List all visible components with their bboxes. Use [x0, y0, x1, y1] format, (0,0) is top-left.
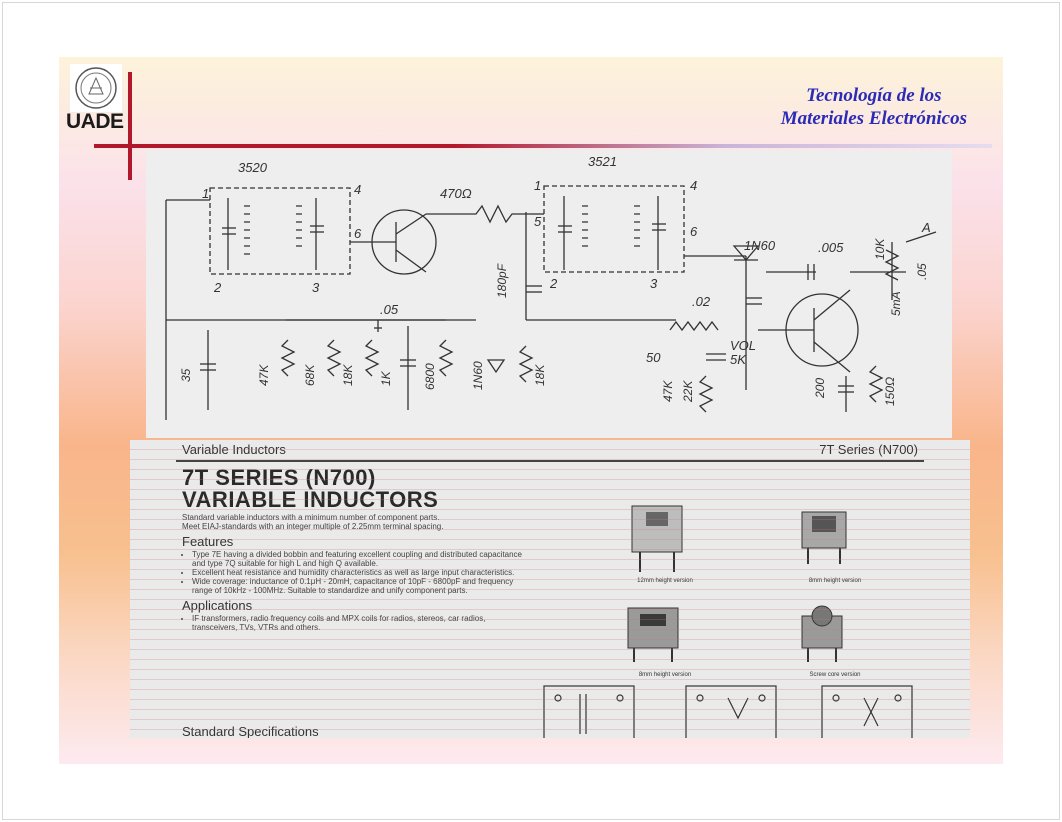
- svg-text:10K: 10K: [873, 238, 887, 260]
- photo-caption: 8mm height version: [638, 672, 692, 678]
- logo-text: UADE: [66, 110, 124, 133]
- svg-text:6: 6: [690, 224, 698, 239]
- svg-text:50: 50: [646, 350, 661, 365]
- svg-text:47K: 47K: [661, 380, 675, 402]
- svg-text:470Ω: 470Ω: [440, 186, 472, 201]
- datasheet-header-rule: [176, 460, 924, 462]
- svg-text:4: 4: [690, 178, 697, 193]
- features-heading: Features: [182, 534, 234, 549]
- standard-specifications-heading: Standard Specifications: [182, 724, 319, 738]
- pin-diagrams: [543, 685, 913, 738]
- svg-text:.05: .05: [380, 302, 399, 317]
- inductor-photo-8mm-open: [627, 607, 679, 662]
- svg-text:22K: 22K: [681, 380, 695, 403]
- applications-list: IF transformers, radio frequency coils a…: [182, 614, 532, 632]
- svg-text:6: 6: [354, 226, 362, 241]
- svg-text:.02: .02: [692, 294, 711, 309]
- svg-text:3: 3: [312, 280, 320, 295]
- svg-text:.005: .005: [818, 240, 844, 255]
- schematic-drawing: 3520 3521 470Ω 1 4 6 2 3 1 4 5 6 2 3 A .05 .0…: [165, 154, 937, 420]
- slide-title: Tecnología de los Materiales Electrónico…: [781, 84, 967, 130]
- datasheet-scan: Variable Inductors 7T Series (N700) 7T S…: [130, 440, 970, 738]
- svg-text:200: 200: [813, 378, 827, 399]
- datasheet-title-line1: 7T SERIES (N700): [182, 465, 376, 490]
- accent-vertical-bar: [128, 72, 132, 180]
- photo-caption: Screw core version: [809, 672, 861, 678]
- svg-text:3520: 3520: [238, 160, 268, 175]
- svg-text:1N60: 1N60: [744, 238, 776, 253]
- svg-text:180pF: 180pF: [495, 263, 509, 298]
- circuit-schematic: 3520 3521 470Ω 1 4 6 2 3 1 4 5 6 2 3 A .05 .0…: [146, 150, 952, 438]
- datasheet-intro-1: Standard variable inductors with a minim…: [182, 513, 440, 522]
- svg-text:18K: 18K: [533, 364, 547, 386]
- feature-item: Type 7E having a divided bobbin and feat…: [192, 550, 532, 568]
- accent-horizontal-bar: [94, 144, 992, 148]
- inductor-photo-screw-core: [801, 605, 843, 662]
- svg-text:1: 1: [202, 186, 209, 201]
- datasheet-header-right: 7T Series (N700): [819, 442, 918, 457]
- svg-text:35: 35: [179, 368, 193, 382]
- svg-text:5mA: 5mA: [889, 291, 903, 316]
- svg-text:4: 4: [354, 182, 361, 197]
- svg-text:68K: 68K: [303, 364, 317, 386]
- feature-item: Wide coverage: inductance of 0.1μH - 20m…: [192, 577, 532, 595]
- svg-text:1K: 1K: [379, 370, 393, 386]
- svg-text:2: 2: [549, 276, 558, 291]
- svg-text:A: A: [921, 220, 931, 235]
- svg-text:47K: 47K: [257, 364, 271, 386]
- svg-text:3521: 3521: [588, 154, 617, 169]
- svg-text:6800: 6800: [423, 363, 437, 390]
- application-item: IF transformers, radio frequency coils a…: [192, 614, 532, 632]
- svg-text:18K: 18K: [341, 364, 355, 386]
- datasheet-title-line2: VARIABLE INDUCTORS: [182, 487, 439, 512]
- datasheet-intro-2: Meet EIAJ-standards with an integer mult…: [182, 522, 444, 531]
- datasheet-title: 7T SERIES (N700) VARIABLE INDUCTORS: [182, 467, 438, 511]
- svg-text:.05: .05: [915, 263, 929, 280]
- photo-caption: 8mm height version: [808, 578, 862, 584]
- datasheet-body: Standard variable inductors with a minim…: [182, 513, 532, 632]
- inductor-photo-8mm: [801, 511, 847, 564]
- features-list: Type 7E having a divided bobbin and feat…: [182, 550, 532, 595]
- inductor-photo-12mm: [631, 505, 683, 572]
- svg-text:150Ω: 150Ω: [883, 377, 897, 406]
- slide-title-line1: Tecnología de los: [806, 85, 942, 106]
- svg-text:1: 1: [534, 178, 541, 193]
- slide-title-line2: Materiales Electrónicos: [780, 108, 967, 129]
- svg-text:5K: 5K: [730, 352, 747, 367]
- svg-text:1N60: 1N60: [471, 361, 485, 390]
- svg-text:VOL: VOL: [730, 338, 756, 353]
- university-seal-icon: [70, 64, 122, 112]
- svg-text:2: 2: [213, 280, 222, 295]
- svg-text:3: 3: [650, 276, 658, 291]
- datasheet-header-left: Variable Inductors: [182, 442, 286, 457]
- applications-heading: Applications: [182, 598, 253, 613]
- feature-item: Excellent heat resistance and humidity c…: [192, 568, 532, 577]
- svg-text:5: 5: [534, 214, 542, 229]
- photo-caption: 12mm height version: [637, 578, 693, 584]
